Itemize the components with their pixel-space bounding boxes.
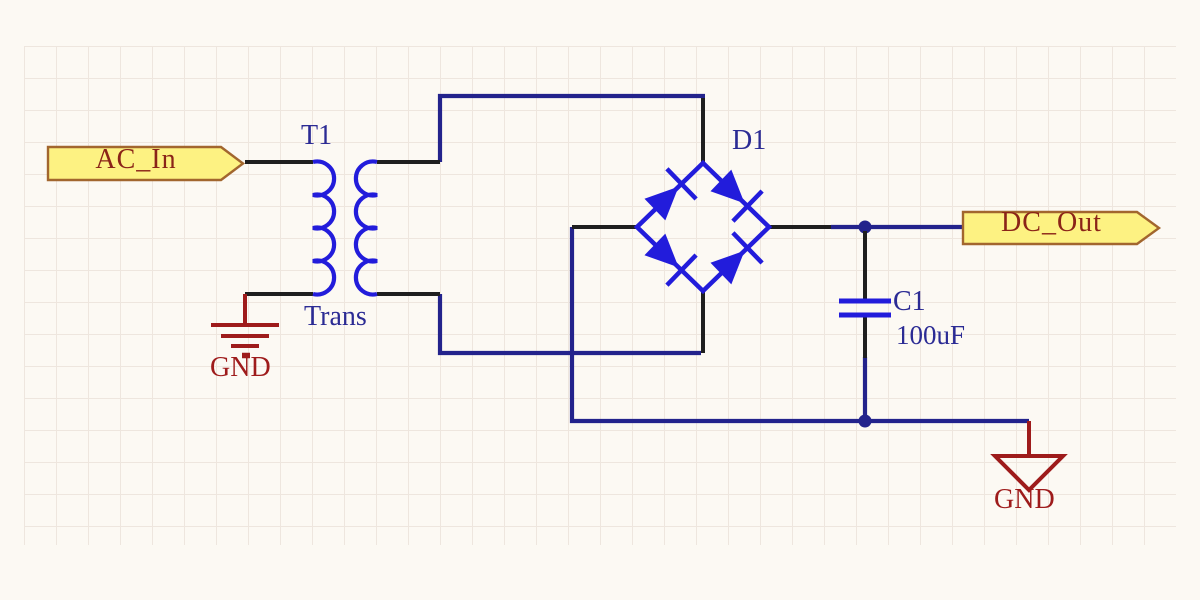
diode-cathode-bar xyxy=(665,253,698,287)
bridge-diode-bottom-right xyxy=(710,231,764,285)
diode-arrow xyxy=(644,186,679,221)
diode-cathode-bar xyxy=(665,167,698,201)
gnd-right-label[interactable]: GND xyxy=(994,484,1055,515)
gnd-triangle-symbol[interactable] xyxy=(990,421,1068,493)
bridge-rectifier-symbol[interactable] xyxy=(633,159,773,295)
transformer-designator-label[interactable]: T1 xyxy=(301,120,333,151)
pins-group xyxy=(245,98,867,358)
bridge-diode-top-left xyxy=(644,167,698,221)
transformer-secondary-coil xyxy=(353,159,378,297)
diode-cathode-bar xyxy=(731,189,764,223)
bridge-diamond xyxy=(633,159,773,295)
capacitor-designator-label[interactable]: C1 xyxy=(893,286,926,317)
transformer-comment-label[interactable]: Trans xyxy=(304,301,367,332)
wire-secondary-bottom[interactable] xyxy=(437,294,701,356)
diode-arrow xyxy=(644,233,679,268)
wire-secondary-top[interactable] xyxy=(437,93,705,162)
gnd-triangle xyxy=(990,454,1068,493)
gnd-left-label[interactable]: GND xyxy=(210,352,271,383)
bridge-designator-label[interactable]: D1 xyxy=(732,125,767,156)
ports-group xyxy=(46,145,1162,246)
gnd-earth-symbol[interactable] xyxy=(211,294,279,359)
bridge-diode-top-right xyxy=(710,169,764,223)
capacitor-symbol[interactable] xyxy=(839,298,891,318)
transformer-primary-coil xyxy=(312,159,337,297)
bridge-diode-bottom-left xyxy=(644,233,698,287)
wire-dc-negative-rail[interactable] xyxy=(569,227,1029,424)
components-group xyxy=(312,159,891,318)
diode-arrow xyxy=(710,169,745,204)
transformer-symbol[interactable] xyxy=(312,159,378,297)
grid-background xyxy=(24,46,1176,545)
capacitor-value-label[interactable]: 100uF xyxy=(896,320,966,350)
power-symbols-group xyxy=(211,294,1068,493)
port-ac-in-label: AC_In xyxy=(95,144,177,175)
port-ac-in-shape[interactable] xyxy=(46,145,245,182)
junction-dots-group xyxy=(858,220,872,428)
junction-dot-output-node xyxy=(858,220,872,234)
diode-cathode-bar xyxy=(731,231,764,265)
diode-arrow xyxy=(710,250,745,285)
wires-group xyxy=(437,93,1029,424)
port-dc-out-label: DC_Out xyxy=(1001,207,1102,238)
junction-dot-ground-node xyxy=(858,414,872,428)
port-dc-out-shape[interactable] xyxy=(961,210,1162,246)
